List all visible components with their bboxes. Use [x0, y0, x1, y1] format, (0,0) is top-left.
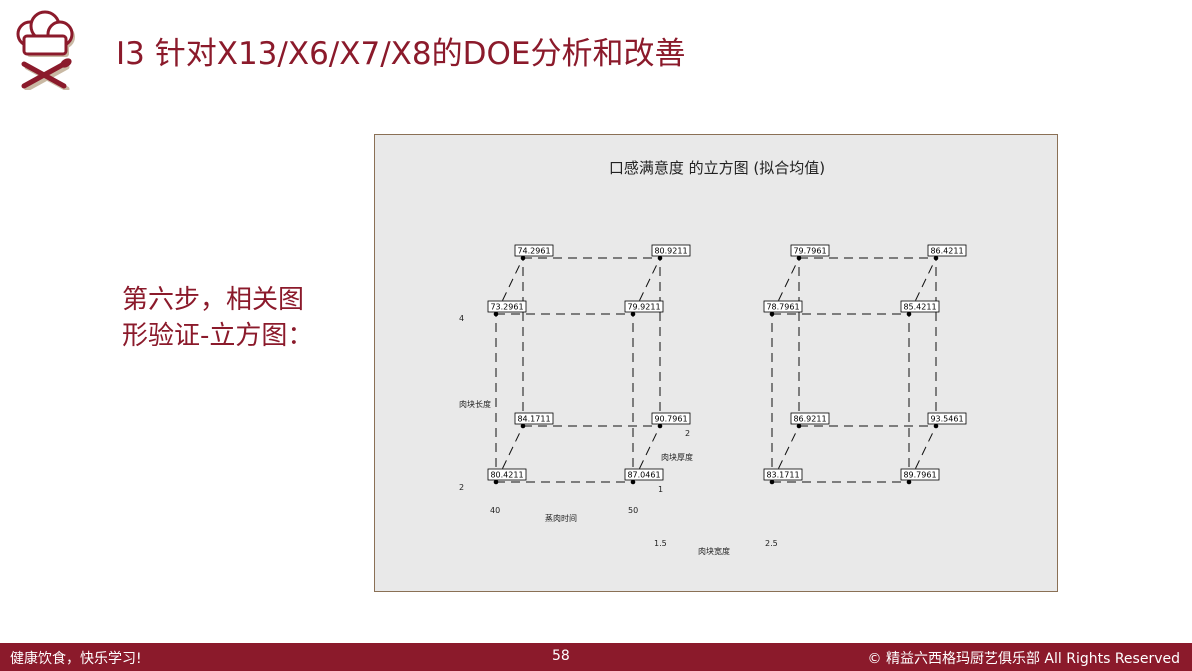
corner-value-label: 86.4211 [930, 247, 963, 256]
cube-edge [495, 257, 524, 315]
cube-corner-point [933, 255, 939, 261]
cube-edge [632, 257, 661, 315]
cube-edge [632, 425, 661, 483]
corner-value-label: 86.9211 [793, 415, 826, 424]
y-level-low: 2 [459, 483, 464, 492]
corner-value-box [763, 300, 803, 313]
corner-value-label: 80.9211 [654, 247, 687, 256]
cube-corner-point [769, 311, 775, 317]
cube-corner-point [520, 423, 526, 429]
corner-value-label: 87.0461 [627, 471, 660, 480]
cube-plot: 口感满意度 的立方图 (拟合均值) 肉块长度 4 2 40 50 蒸肉时间 肉块… [459, 159, 967, 556]
cube-edge [908, 425, 937, 483]
footer-bar: 健康饮食，快乐学习! 58 © 精益六西格玛厨艺俱乐部 All Rights R… [0, 643, 1192, 671]
y-factor-label: 肉块长度 [459, 399, 491, 409]
cube-corner-point [630, 479, 636, 485]
step-description: 第六步，相关图形验证-立方图： [122, 285, 314, 351]
corner-value-box [790, 412, 830, 425]
cube-corner-point [657, 255, 663, 261]
corner-value-box [790, 244, 830, 257]
corner-value-box [927, 412, 967, 425]
corner-value-box [927, 244, 967, 257]
corner-value-label: 83.1711 [766, 471, 799, 480]
cube-corner-point [493, 311, 499, 317]
corner-value-box [651, 412, 691, 425]
cube-edge [771, 257, 800, 315]
cube-plot-panel: 口感满意度 的立方图 (拟合均值) 肉块长度 4 2 40 50 蒸肉时间 肉块… [374, 134, 1058, 592]
z-level-low: 1 [658, 485, 663, 494]
cube-corner-point [796, 423, 802, 429]
corner-value-box [514, 412, 554, 425]
corner-value-box [514, 244, 554, 257]
x-level-low: 40 [490, 506, 500, 515]
corner-value-label: 78.7961 [766, 303, 799, 312]
z-level-high: 2 [685, 429, 690, 438]
corner-value-label: 79.7961 [793, 247, 826, 256]
cube-corner-point [520, 255, 526, 261]
z-factor-label: 肉块厚度 [661, 452, 693, 462]
corner-value-label: 79.9211 [627, 303, 660, 312]
cube-corner-point [493, 479, 499, 485]
corner-value-label: 90.7961 [654, 415, 687, 424]
corner-value-box [763, 468, 803, 481]
chart-title: 口感满意度 的立方图 (拟合均值) [609, 159, 825, 177]
cube-edge [495, 425, 524, 483]
cube-corner-point [796, 255, 802, 261]
corner-value-label: 84.1711 [517, 415, 550, 424]
footer-slogan: 健康饮食，快乐学习! [10, 651, 142, 667]
corner-value-box [900, 300, 940, 313]
footer-copyright: © 精益六西格玛厨艺俱乐部 All Rights Reserved [867, 651, 1180, 667]
corner-value-box [487, 300, 527, 313]
cube-corner-point [906, 311, 912, 317]
w-factor-label: 肉块宽度 [698, 546, 730, 556]
corner-value-box [900, 468, 940, 481]
cube-corner-point [933, 423, 939, 429]
corner-value-box [651, 244, 691, 257]
corner-value-box [624, 468, 664, 481]
slide-title: I3 针对X13/X6/X7/X8的DOE分析和改善 [116, 36, 686, 72]
page-number: 58 [552, 648, 570, 664]
cube-corner-point [630, 311, 636, 317]
cube-edge [908, 257, 937, 315]
corner-value-label: 74.2961 [517, 247, 550, 256]
w-level-low: 1.5 [654, 539, 667, 548]
corner-value-label: 93.5461 [930, 415, 963, 424]
corner-value-box [487, 468, 527, 481]
corner-value-box [624, 300, 664, 313]
y-level-high: 4 [459, 314, 464, 323]
corner-value-label: 80.4211 [490, 471, 523, 480]
chef-hat-logo-icon [16, 10, 75, 90]
corner-value-label: 73.2961 [490, 303, 523, 312]
w-level-high: 2.5 [765, 539, 778, 548]
cube-corner-point [769, 479, 775, 485]
cube-corner-point [906, 479, 912, 485]
x-level-high: 50 [628, 506, 638, 515]
corner-value-label: 85.4211 [903, 303, 936, 312]
cube-corner-point [657, 423, 663, 429]
cube-edge [771, 425, 800, 483]
x-factor-label: 蒸肉时间 [545, 513, 577, 523]
corner-value-label: 89.7961 [903, 471, 936, 480]
